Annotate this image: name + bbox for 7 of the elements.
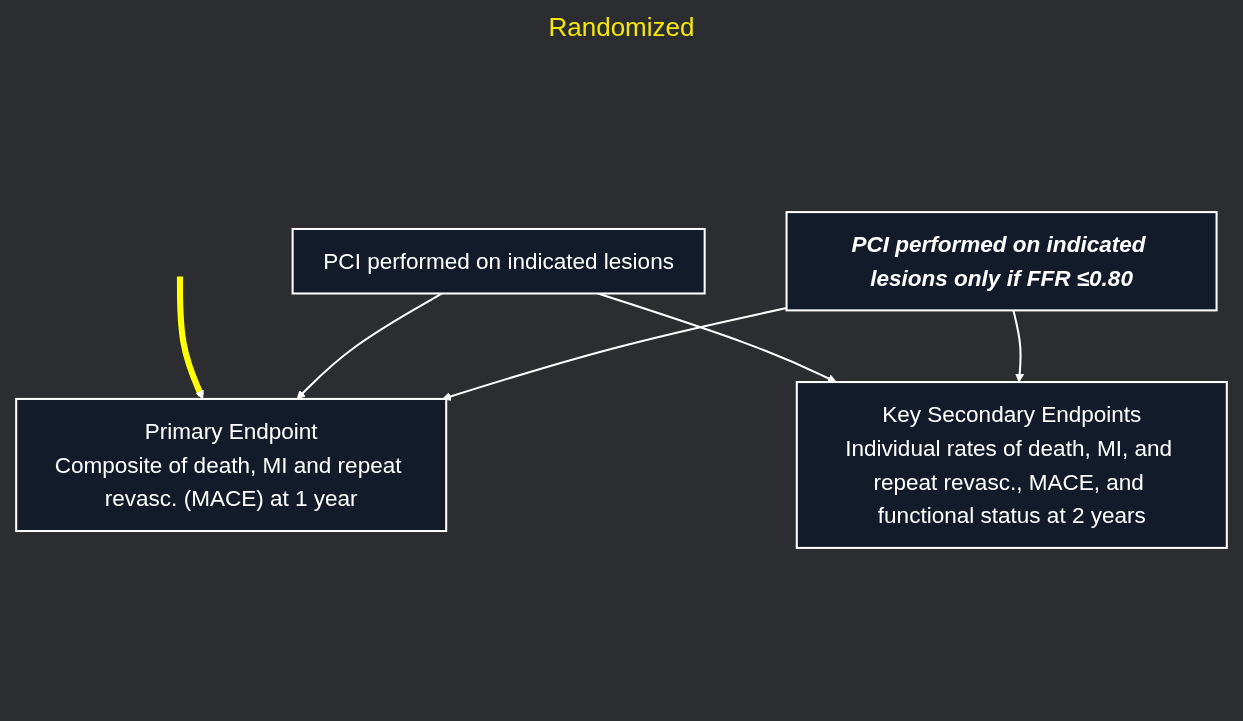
note-text: Randomized	[548, 12, 695, 43]
node-box: Key Secondary Endpoints Individual rates of death, MI, and repeat revasc., MACE, and functional status at 2 years	[795, 381, 1228, 549]
node-box: PCI performed on indicated lesions	[291, 227, 706, 295]
node-box: PCI performed on indicated lesions only if FFR ≤0.80	[785, 211, 1218, 312]
node-box: Primary Endpoint Composite of death, MI and repeat revasc. (MACE) at 1 year	[15, 397, 448, 533]
arrow	[1012, 310, 1025, 383]
arrow	[442, 307, 787, 401]
